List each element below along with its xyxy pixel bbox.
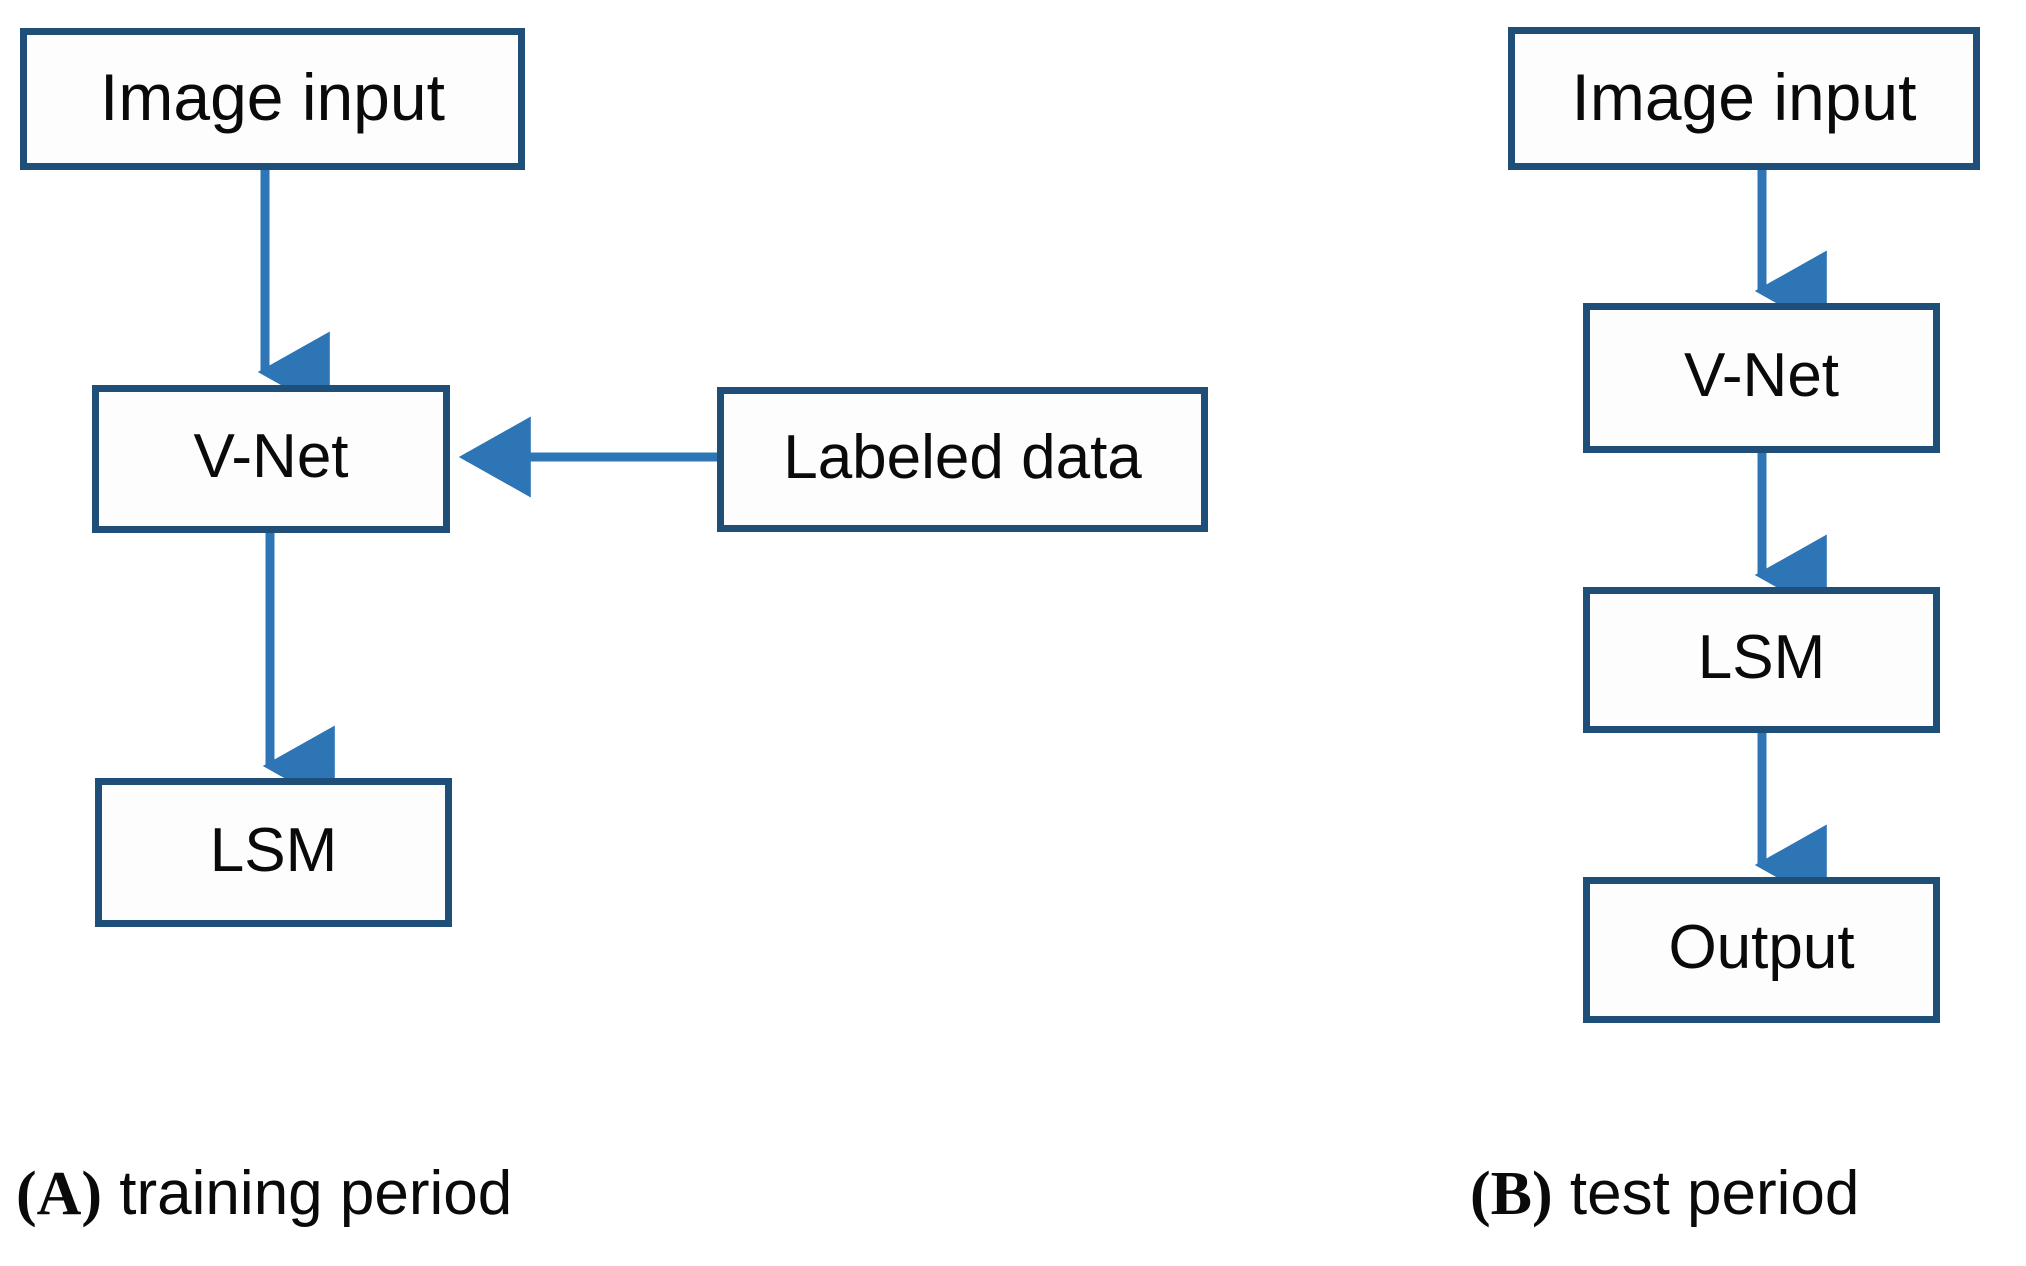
node-a-labeled-data[interactable]: Labeled data [717, 387, 1208, 532]
node-a-labeled-data-label: Labeled data [783, 422, 1142, 492]
caption-panel-b-tag: (B) [1470, 1160, 1553, 1228]
node-a-image-input-label: Image input [100, 60, 445, 134]
node-b-output[interactable]: Output [1583, 877, 1940, 1023]
node-b-lsm-label: LSM [1697, 623, 1826, 692]
node-a-image-input[interactable]: Image input [20, 28, 525, 170]
node-a-vnet[interactable]: V-Net [92, 385, 450, 533]
node-a-lsm[interactable]: LSM [95, 778, 452, 927]
node-a-vnet-label: V-Net [193, 422, 349, 491]
node-b-output-label: Output [1668, 913, 1855, 982]
node-b-image-input-label: Image input [1571, 59, 1917, 134]
node-b-vnet[interactable]: V-Net [1583, 303, 1940, 453]
caption-panel-b-text: test period [1552, 1159, 1860, 1228]
caption-panel-a: (A) training period [16, 1160, 512, 1228]
node-b-image-input[interactable]: Image input [1508, 27, 1980, 170]
node-b-vnet-label: V-Net [1683, 341, 1840, 410]
caption-panel-a-tag: (A) [16, 1160, 103, 1228]
caption-panel-b: (B) test period [1470, 1160, 1859, 1228]
caption-panel-a-text: training period [102, 1159, 513, 1228]
node-a-lsm-label: LSM [209, 815, 338, 885]
node-b-lsm[interactable]: LSM [1583, 587, 1940, 733]
